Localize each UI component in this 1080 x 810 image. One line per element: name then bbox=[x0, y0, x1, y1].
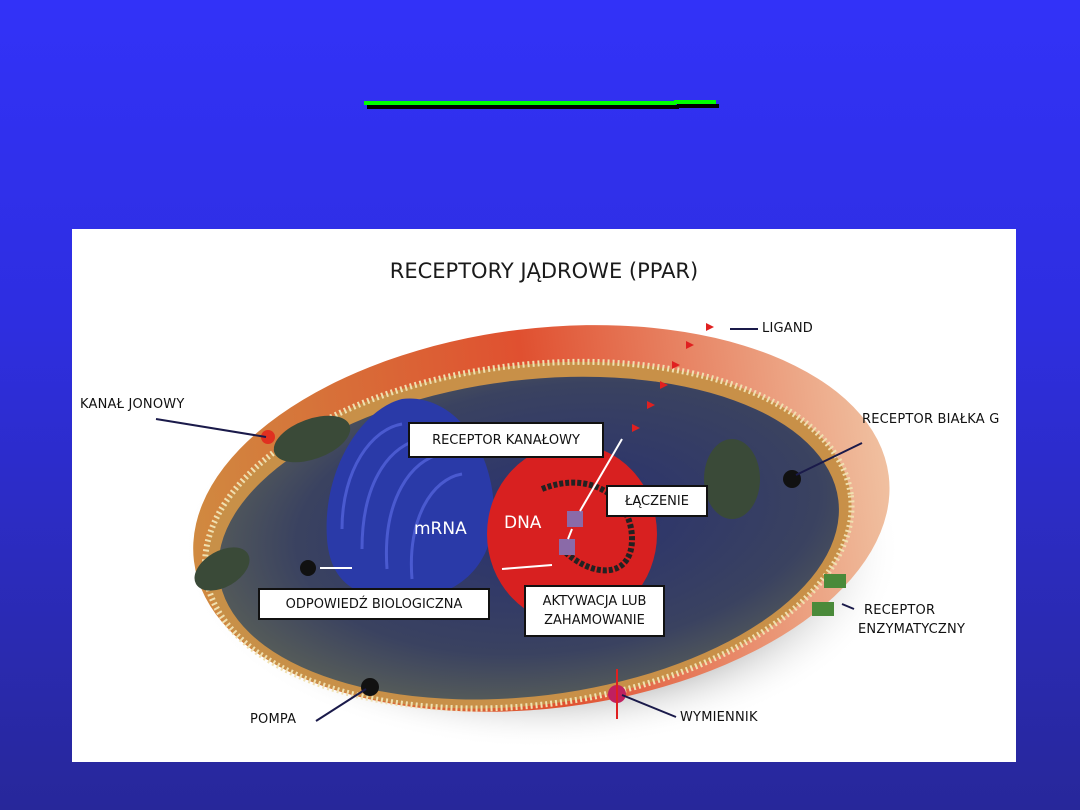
receptor-complex-bound bbox=[559, 539, 575, 555]
label-binding: ŁĄCZENIE bbox=[606, 485, 708, 517]
label-pump: POMPA bbox=[250, 712, 297, 727]
label-biological-response: ODPOWIEDŹ BIOLOGICZNA bbox=[258, 588, 490, 620]
label-mrna: mRNA bbox=[414, 519, 467, 539]
label-enzyme-receptor-line1: RECEPTOR bbox=[864, 603, 936, 618]
mitochondrion bbox=[273, 415, 351, 463]
label-activation-line1: AKTYWACJA LUB bbox=[542, 594, 647, 609]
label-enzyme-receptor-line2: ENZYMATYCZNY bbox=[858, 622, 966, 637]
label-g-protein-receptor: RECEPTOR BIAŁKA G bbox=[862, 412, 1000, 427]
ligand-molecules bbox=[632, 323, 714, 432]
mitochondrion bbox=[194, 547, 250, 591]
diagram-title: RECEPTORY JĄDROWE (PPAR) bbox=[389, 259, 699, 283]
label-ligand: LIGAND bbox=[762, 321, 813, 336]
cell-diagram-panel: RECEPTORY JĄDROWE (PPAR) LIGAND KANAŁ JO… bbox=[72, 229, 1016, 762]
label-channel-receptor: RECEPTOR KANAŁOWY bbox=[408, 422, 604, 458]
ion-channel-shape bbox=[261, 430, 275, 444]
label-enzyme-receptor: RECEPTOR ENZYMATYCZNY bbox=[858, 601, 965, 639]
label-exchanger: WYMIENNIK bbox=[680, 710, 758, 725]
label-ion-channel: KANAŁ JONOWY bbox=[80, 397, 185, 412]
arrow-activation bbox=[501, 564, 553, 570]
pump-shape bbox=[361, 678, 379, 696]
enzyme-receptor-shape bbox=[824, 574, 846, 588]
protein-product bbox=[300, 560, 316, 576]
mitochondrion bbox=[704, 439, 760, 519]
g-protein-shape bbox=[783, 470, 801, 488]
dna-strand bbox=[540, 479, 636, 574]
title-underline bbox=[364, 101, 676, 105]
label-activation: AKTYWACJA LUB ZAHAMOWANIE bbox=[524, 585, 665, 637]
label-activation-line2: ZAHAMOWANIE bbox=[544, 613, 645, 628]
cell-illustration bbox=[155, 323, 902, 749]
leader-lines bbox=[155, 328, 863, 722]
receptor-complex bbox=[567, 511, 583, 527]
label-dna: DNA bbox=[504, 513, 542, 533]
arrow-to-binding bbox=[579, 438, 623, 512]
title-underline-end bbox=[674, 100, 716, 104]
